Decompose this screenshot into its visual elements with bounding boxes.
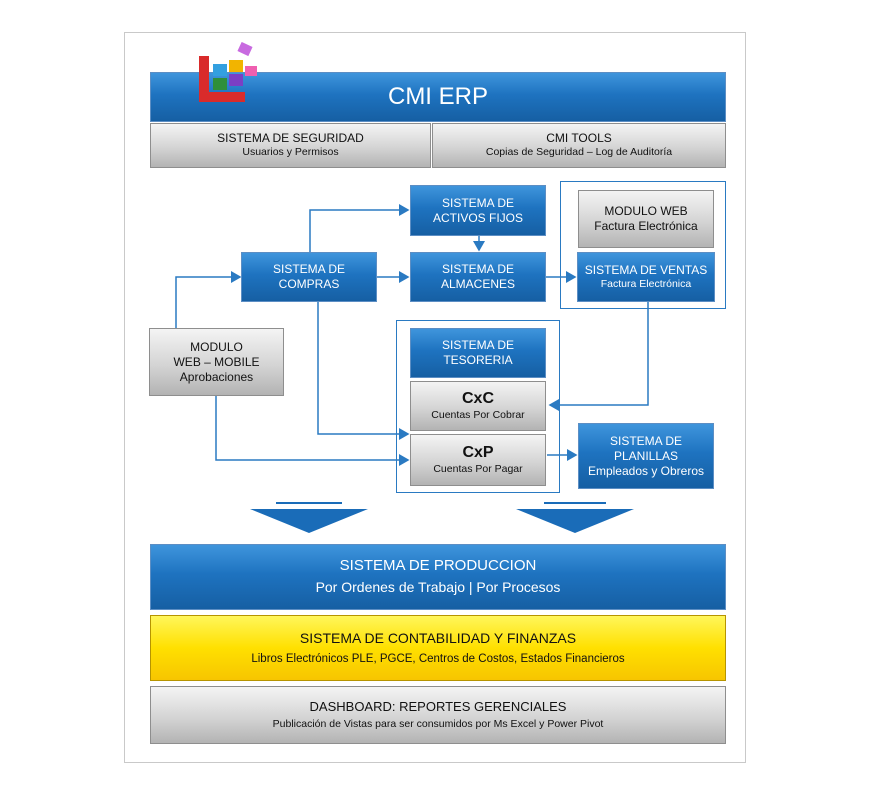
compras-box: SISTEMA DE COMPRAS	[241, 252, 377, 302]
contabilidad-title: SISTEMA DE CONTABILIDAD Y FINANZAS	[299, 630, 577, 647]
mobile-module-box: MODULO WEB – MOBILE Aprobaciones	[149, 328, 284, 396]
header-bar: CMI ERP	[150, 72, 726, 122]
line-compras-activos	[309, 204, 410, 252]
activos-line2: ACTIVOS FIJOS	[432, 210, 523, 225]
tesoreria-line2: TESORERIA	[443, 353, 513, 367]
produccion-subtitle: Por Ordenes de Trabajo | Por Procesos	[315, 579, 561, 596]
compras-line2: COMPRAS	[278, 277, 340, 291]
down-arrow-icon	[250, 509, 368, 533]
security-title: SISTEMA DE SEGURIDAD	[217, 131, 364, 146]
produccion-title: SISTEMA DE PRODUCCION	[339, 557, 537, 575]
security-subtitle: Usuarios y Permisos	[242, 146, 339, 159]
almacenes-box: SISTEMA DE ALMACENES	[410, 252, 546, 302]
almacenes-line2: ALMACENES	[440, 277, 516, 291]
cxc-box: CxC Cuentas Por Cobrar	[410, 381, 546, 431]
tesoreria-group-outline	[396, 320, 560, 493]
planillas-line1: SISTEMA DE	[609, 433, 683, 448]
compras-line1: SISTEMA DE	[272, 262, 346, 276]
app-title: CMI ERP	[387, 83, 488, 110]
line-ventas-cxc	[548, 302, 649, 411]
line-mobile-cxp	[215, 396, 410, 466]
cxc-subtitle: Cuentas Por Cobrar	[431, 409, 525, 422]
produccion-box: SISTEMA DE PRODUCCION Por Ordenes de Tra…	[150, 544, 726, 610]
modulo-web-line1: MODULO WEB	[604, 204, 688, 218]
contabilidad-box: SISTEMA DE CONTABILIDAD Y FINANZAS Libro…	[150, 615, 726, 681]
stacked-blocks-logo-icon	[193, 41, 273, 110]
activos-line1: SISTEMA DE	[441, 195, 515, 210]
ventas-box: SISTEMA DE VENTAS Factura Electrónica	[577, 252, 715, 302]
planillas-line3: Empleados y Obreros	[587, 463, 705, 478]
tools-title: CMI TOOLS	[546, 131, 612, 146]
tools-subtitle: Copias de Seguridad – Log de Auditoría	[485, 146, 673, 159]
cxc-title: CxC	[461, 390, 494, 408]
tesoreria-box: SISTEMA DE TESORERIA	[410, 328, 546, 378]
modulo-web-box: MODULO WEB Factura Electrónica	[578, 190, 714, 248]
security-system-box: SISTEMA DE SEGURIDAD Usuarios y Permisos	[150, 123, 431, 168]
dashboard-box: DASHBOARD: REPORTES GERENCIALES Publicac…	[150, 686, 726, 744]
cxp-title: CxP	[462, 444, 494, 462]
dashboard-subtitle: Publicación de Vistas para ser consumido…	[272, 718, 604, 731]
line-compras-cxp	[317, 302, 410, 440]
planillas-line2: PLANILLAS	[613, 448, 679, 463]
cxp-subtitle: Cuentas Por Pagar	[433, 463, 523, 476]
planillas-box: SISTEMA DE PLANILLAS Empleados y Obreros	[578, 423, 714, 489]
mobile-line1: MODULO	[190, 339, 243, 354]
line-mobile-compras	[175, 271, 242, 328]
mobile-line3: Aprobaciones	[179, 369, 254, 384]
ventas-group-outline	[560, 181, 726, 309]
mobile-line2: WEB – MOBILE	[173, 354, 260, 369]
almacenes-line1: SISTEMA DE	[441, 262, 515, 276]
down-arrow-icon	[516, 509, 634, 533]
cmi-tools-box: CMI TOOLS Copias de Seguridad – Log de A…	[432, 123, 726, 168]
activos-fijos-box: SISTEMA DE ACTIVOS FIJOS	[410, 185, 546, 236]
tesoreria-line1: SISTEMA DE	[441, 338, 515, 352]
dashboard-title: DASHBOARD: REPORTES GERENCIALES	[309, 698, 567, 714]
cxp-box: CxP Cuentas Por Pagar	[410, 434, 546, 486]
ventas-line2: Factura Electrónica	[600, 277, 692, 290]
contabilidad-subtitle: Libros Electrónicos PLE, PGCE, Centros d…	[251, 652, 625, 665]
modulo-web-line2: Factura Electrónica	[594, 219, 698, 233]
ventas-line1: SISTEMA DE VENTAS	[584, 262, 708, 277]
